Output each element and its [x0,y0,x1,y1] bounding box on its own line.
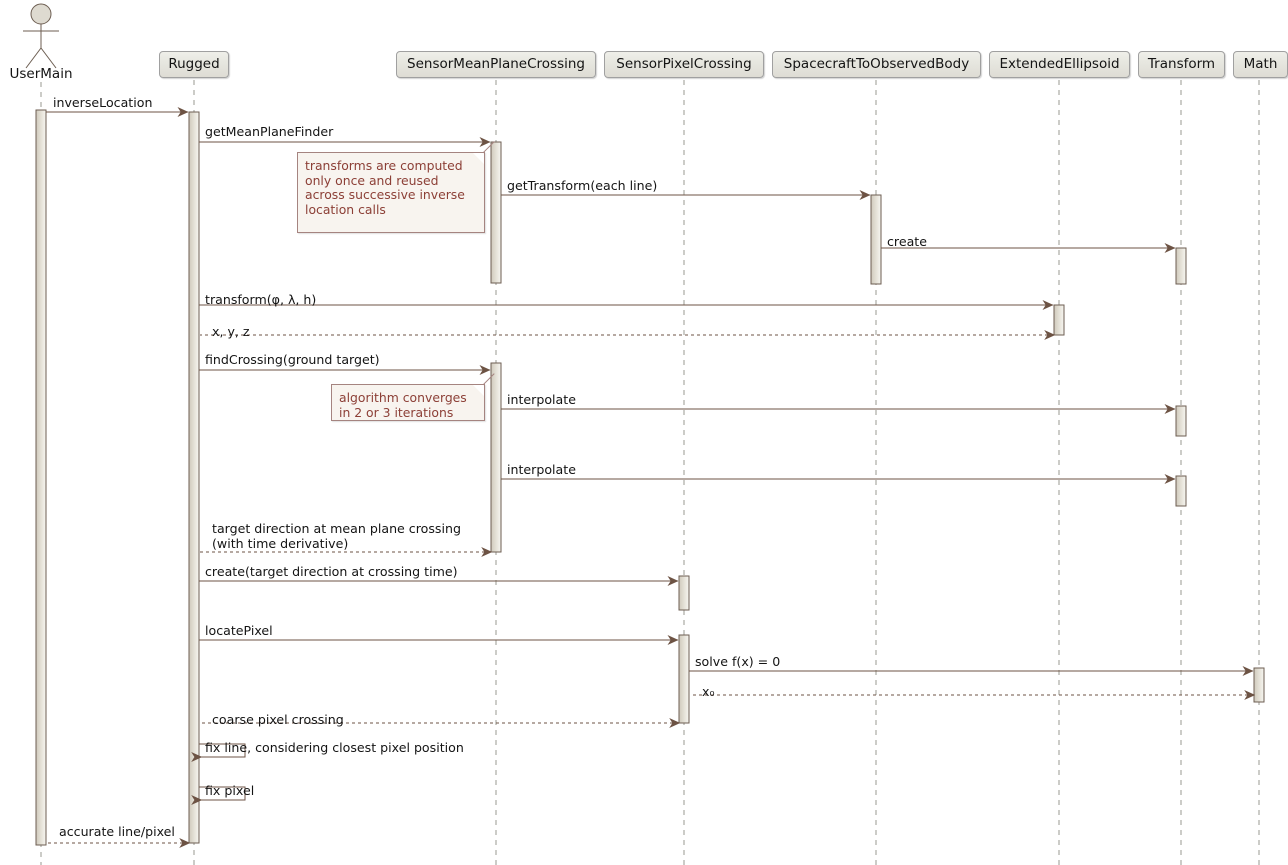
activation-bar-spacecrafttoobservedbody [870,194,882,285]
activation-bar-rugged [188,111,200,844]
message-label-3: getTransform(each line) [507,178,658,193]
message-label-12: locatePixel [205,623,273,638]
message-label-8: interpolate [507,392,576,407]
self-message-arrow [191,786,246,805]
note-transforms: transforms are computed only once and re… [297,141,496,233]
participant-label: Math [1243,55,1278,72]
actor-leg-right [40,47,57,69]
participant-label: SpacecraftToObservedBody [783,55,970,72]
participant-box-math[interactable]: Math [1233,51,1288,78]
message-label-17: fix pixel [205,783,255,798]
participant-label: SensorPixelCrossing [616,55,752,72]
participant-label: Rugged [168,55,220,72]
messages-group [46,107,1256,848]
activation-bar-transform [1175,405,1187,437]
note-convergence: algorithm converges in 2 or 3 iterations [331,373,496,421]
participant-box-spacecrafttoobservedbody[interactable]: SpacecraftToObservedBody [772,51,981,78]
actor-leg-left [25,47,42,69]
actor-label-usermain: UserMain [9,66,73,82]
note-fold-icon [473,153,484,164]
activation-bar-extendedellipsoid [1053,304,1065,336]
activation-bar-sensormeanplanecrossing [490,141,502,284]
self-message-arrow [191,743,246,762]
activation-bar-transform [1175,247,1187,285]
actor-head [30,3,52,25]
message-label-7: findCrossing(ground target) [205,352,380,367]
message-label-15: coarse pixel crossing [212,712,344,727]
message-label-9: interpolate [507,462,576,477]
message-label-13: solve f(x) = 0 [695,654,781,669]
participant-label: ExtendedEllipsoid [999,55,1120,72]
participant-box-extendedellipsoid[interactable]: ExtendedEllipsoid [989,51,1130,78]
participant-box-transform[interactable]: Transform [1138,51,1225,78]
message-label-6: x, y, z [212,324,250,339]
activation-bar-sensorpixelcrossing [678,575,690,611]
note-text: algorithm converges in 2 or 3 iterations [339,390,467,420]
message-label-10: target direction at mean plane crossing … [212,521,461,551]
activations-group [35,109,1265,846]
participant-label: SensorMeanPlaneCrossing [407,55,585,72]
message-label-16: fix line, considering closest pixel posi… [205,740,464,755]
actor-figures [23,3,59,69]
activation-bar-sensormeanplanecrossing [490,362,502,553]
message-label-2: getMeanPlaneFinder [205,124,334,139]
activation-bar-transform [1175,475,1187,507]
message-label-5: transform(φ, λ, h) [205,292,317,307]
note-fold-icon [473,385,484,396]
message-label-1: inverseLocation [53,95,153,110]
participant-box-rugged[interactable]: Rugged [159,51,229,78]
message-label-11: create(target direction at crossing time… [205,564,458,579]
message-label-4: create [887,234,927,249]
note-text: transforms are computed only once and re… [305,158,465,217]
activation-bar-math [1253,667,1265,703]
participant-label: Transform [1147,55,1216,72]
activation-bar-usermain [35,109,47,846]
participant-box-sensorpixelcrossing[interactable]: SensorPixelCrossing [604,51,764,78]
message-label-14: x₀ [702,684,715,699]
activation-bar-sensorpixelcrossing [678,634,690,724]
participant-box-sensormeanplanecrossing[interactable]: SensorMeanPlaneCrossing [396,51,596,78]
message-label-18: accurate line/pixel [59,824,175,839]
